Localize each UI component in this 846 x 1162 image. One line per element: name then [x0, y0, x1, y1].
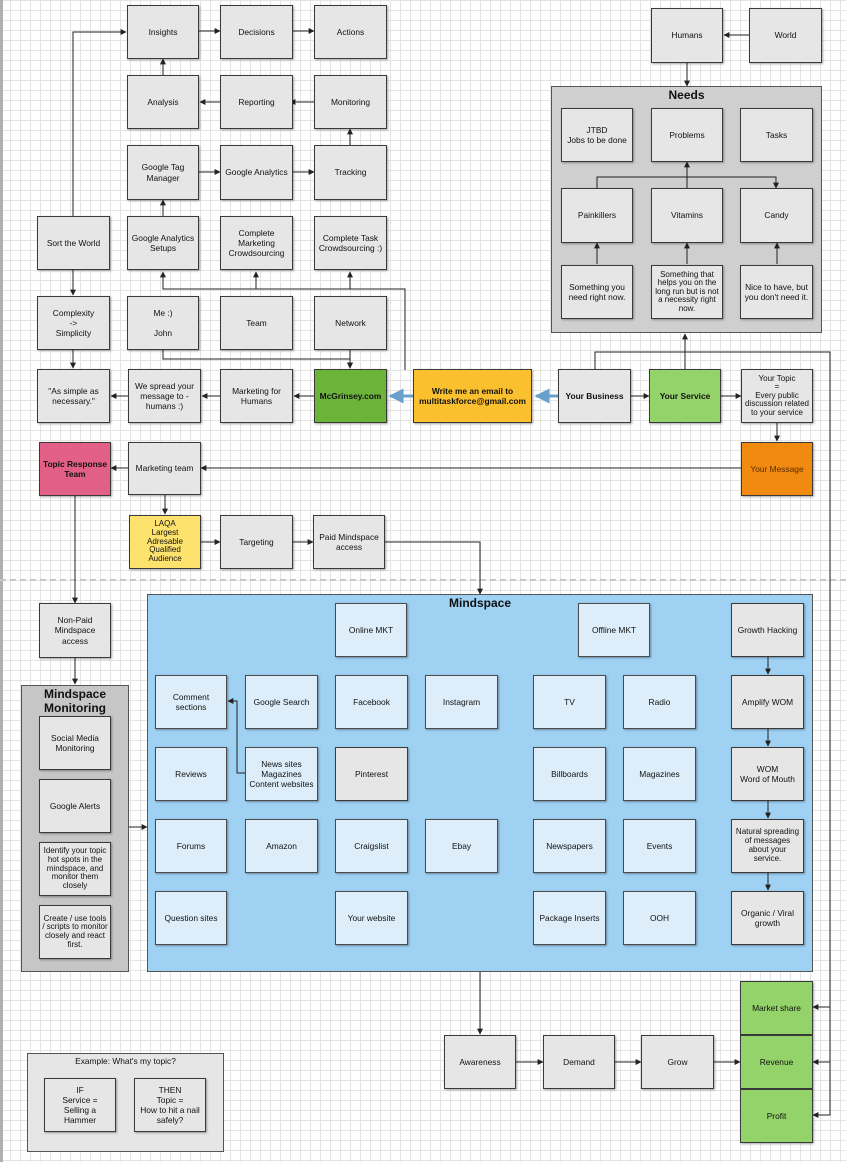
edge-me-mcg: [162, 350, 353, 369]
jtbd-box[interactable]: JTBD Jobs to be done: [561, 108, 633, 162]
marketing-team-box[interactable]: Marketing team: [128, 442, 201, 495]
monitoring-box[interactable]: Monitoring: [314, 75, 387, 129]
google-search-box[interactable]: Google Search: [245, 675, 318, 729]
example-if-box[interactable]: IF Service = Selling a Hammer: [44, 1078, 116, 1132]
newspapers-box[interactable]: Newspapers: [533, 819, 606, 873]
monitoring-title: Mindspace Monitoring: [43, 687, 106, 715]
candy-box[interactable]: Candy: [740, 188, 813, 243]
topic-box[interactable]: Your Topic = Every public discussion rel…: [741, 369, 813, 423]
instagram-box[interactable]: Instagram: [425, 675, 498, 729]
forums-box[interactable]: Forums: [155, 819, 227, 873]
mcgrinsey-box[interactable]: McGrinsey.com: [314, 369, 387, 423]
ga-setups-box[interactable]: Google Analytics Setups: [127, 216, 199, 270]
humans-box[interactable]: Humans: [651, 8, 723, 63]
gtm-box[interactable]: Google Tag Manager: [127, 145, 199, 200]
profit-box[interactable]: Profit: [740, 1089, 813, 1143]
edge-sortworld-insights: [72, 29, 127, 216]
growth-hacking-box[interactable]: Growth Hacking: [731, 603, 804, 657]
mindspace-title: Mindspace: [448, 596, 511, 610]
example-title: Example: What's my topic?: [75, 1056, 176, 1066]
natural-spreading-box[interactable]: Natural spreading of messages about your…: [731, 819, 804, 873]
market-share-box[interactable]: Market share: [740, 981, 813, 1035]
message-box[interactable]: Your Message: [741, 442, 813, 496]
actions-box[interactable]: Actions: [314, 5, 387, 59]
billboards-box[interactable]: Billboards: [533, 747, 606, 801]
reviews-box[interactable]: Reviews: [155, 747, 227, 801]
targeting-box[interactable]: Targeting: [220, 515, 293, 569]
network-box[interactable]: Network: [314, 296, 387, 350]
topic-response-team-box[interactable]: Topic Response Team: [39, 442, 111, 496]
business-box[interactable]: Your Business: [558, 369, 631, 423]
team-box[interactable]: Team: [220, 296, 293, 350]
ctc-box[interactable]: Complete Task Crowdsourcing :): [314, 216, 387, 270]
complexity-box[interactable]: Complexity -> Simplicity: [37, 296, 110, 350]
tv-box[interactable]: TV: [533, 675, 606, 729]
wom-box[interactable]: WOM Word of Mouth: [731, 747, 804, 801]
news-sites-box[interactable]: News sites Magazines Content websites: [245, 747, 318, 801]
problems-box[interactable]: Problems: [651, 108, 723, 162]
facebook-box[interactable]: Facebook: [335, 675, 408, 729]
revenue-box[interactable]: Revenue: [740, 1035, 813, 1089]
tasks-box[interactable]: Tasks: [740, 108, 813, 162]
nice-box[interactable]: Nice to have, but you don't need it.: [740, 265, 813, 319]
sort-world-box[interactable]: Sort the World: [37, 216, 110, 270]
demand-box[interactable]: Demand: [543, 1035, 615, 1089]
question-sites-box[interactable]: Question sites: [155, 891, 227, 945]
edge-paid-mindspace: [385, 541, 483, 595]
radio-box[interactable]: Radio: [623, 675, 696, 729]
decisions-box[interactable]: Decisions: [220, 5, 293, 59]
tools-box[interactable]: Create / use tools / scripts to monitor …: [39, 905, 111, 959]
vitamins-box[interactable]: Vitamins: [651, 188, 723, 243]
offline-mkt-box[interactable]: Offline MKT: [578, 603, 650, 657]
magazines-box[interactable]: Magazines: [623, 747, 696, 801]
world-box[interactable]: World: [749, 8, 822, 63]
left-border: [0, 0, 3, 1162]
analysis-box[interactable]: Analysis: [127, 75, 199, 129]
mfh-box[interactable]: Marketing for Humans: [220, 369, 293, 423]
amplify-wom-box[interactable]: Amplify WOM: [731, 675, 804, 729]
tracking-box[interactable]: Tracking: [314, 145, 387, 200]
awareness-box[interactable]: Awareness: [444, 1035, 516, 1089]
online-mkt-box[interactable]: Online MKT: [335, 603, 407, 657]
cmc-box[interactable]: Complete Marketing Crowdsourcing: [220, 216, 293, 270]
needs-title: Needs: [668, 88, 705, 102]
grow-box[interactable]: Grow: [641, 1035, 714, 1089]
ebay-box[interactable]: Ebay: [425, 819, 498, 873]
simple-box[interactable]: "As simple as necessary.": [37, 369, 110, 423]
paid-access-box[interactable]: Paid Mindspace access: [313, 515, 385, 569]
laqa-box[interactable]: LAQA Largest Adresable Qualified Audienc…: [129, 515, 201, 569]
email-box[interactable]: Write me an email to multitaskforce@gmai…: [413, 369, 532, 423]
nonpaid-access-box[interactable]: Non-Paid Mindspace access: [39, 603, 111, 658]
package-inserts-box[interactable]: Package Inserts: [533, 891, 606, 945]
need-now-box[interactable]: Something you need right now.: [561, 265, 633, 319]
spread-box[interactable]: We spread your message to - humans :): [128, 369, 201, 423]
reporting-box[interactable]: Reporting: [220, 75, 293, 129]
insights-box[interactable]: Insights: [127, 5, 199, 59]
social-media-monitoring-box[interactable]: Social Media Monitoring: [39, 716, 111, 770]
long-run-box[interactable]: Something that helps you on the long run…: [651, 265, 723, 319]
page-break-line: [0, 579, 846, 581]
me-box[interactable]: Me :) John: [127, 296, 199, 350]
google-alerts-box[interactable]: Google Alerts: [39, 779, 111, 833]
your-website-box[interactable]: Your website: [335, 891, 408, 945]
painkillers-box[interactable]: Painkillers: [561, 188, 633, 243]
service-box[interactable]: Your Service: [649, 369, 721, 423]
google-analytics-box[interactable]: Google Analytics: [220, 145, 293, 200]
pinterest-box[interactable]: Pinterest: [335, 747, 408, 801]
example-then-box[interactable]: THEN Topic = How to hit a nail safely?: [134, 1078, 206, 1132]
comment-sections-box[interactable]: Comment sections: [155, 675, 227, 729]
ooh-box[interactable]: OOH: [623, 891, 696, 945]
hotspots-box[interactable]: Identify your topic hot spots in the min…: [39, 842, 111, 896]
amazon-box[interactable]: Amazon: [245, 819, 318, 873]
events-box[interactable]: Events: [623, 819, 696, 873]
craigslist-box[interactable]: Craigslist: [335, 819, 408, 873]
viral-growth-box[interactable]: Organic / Viral growth: [731, 891, 804, 945]
